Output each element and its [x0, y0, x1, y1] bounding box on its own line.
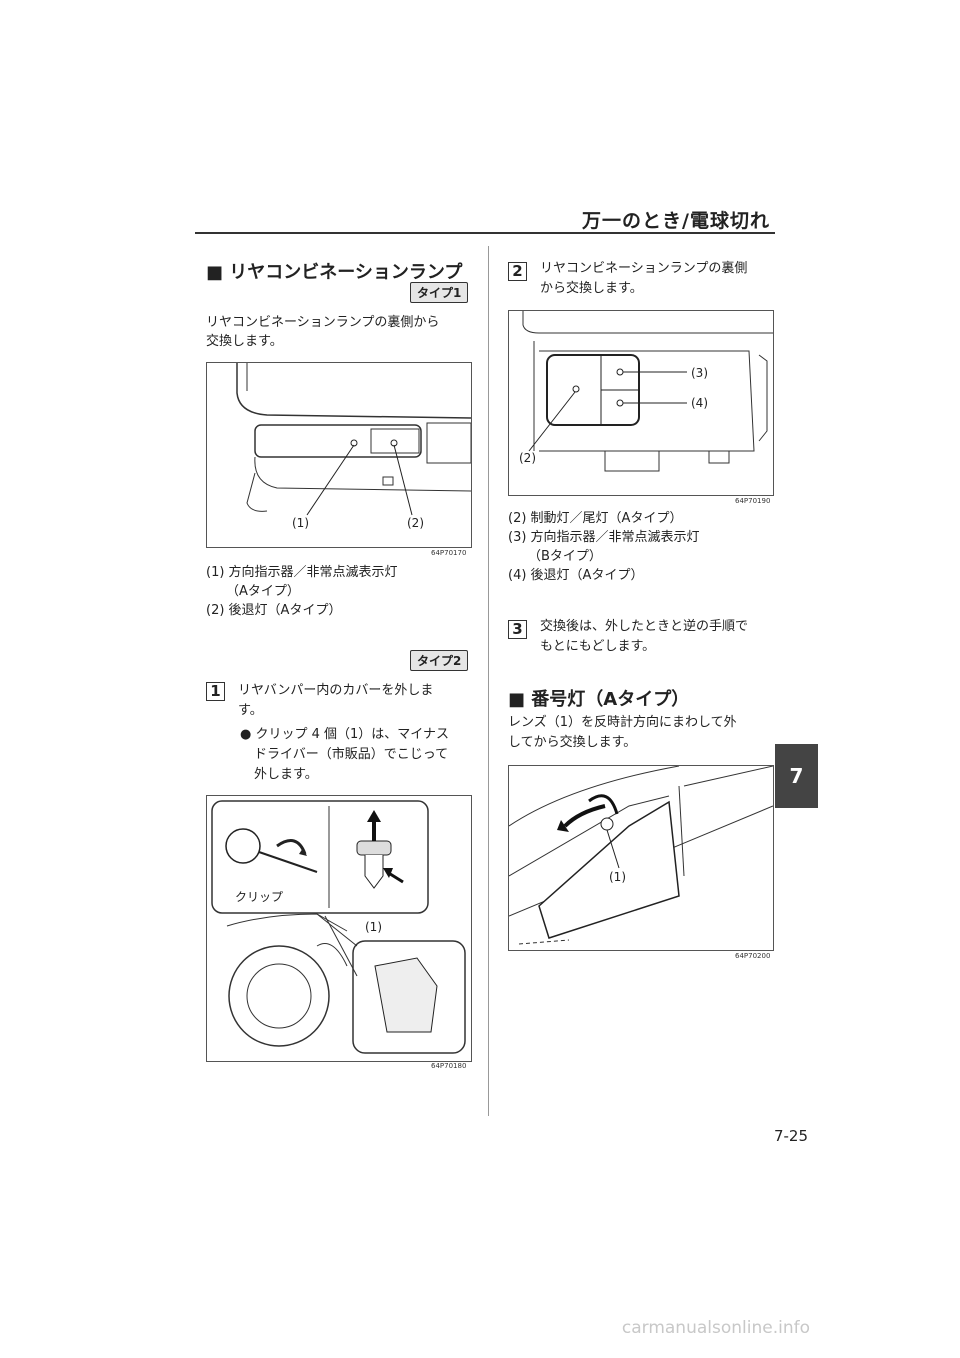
- rear-lamp-type1-drawing: [236, 363, 471, 516]
- fig2-label-1: (1): [365, 920, 382, 934]
- section-title-license-lamp: ■ 番号灯（Aタイプ）: [508, 689, 690, 710]
- figure-rear-lamp-type2: (2) (3) (4): [508, 310, 774, 496]
- clip-removal-drawing: [211, 800, 466, 1054]
- caption1-line-2: （Aタイプ）: [226, 584, 300, 599]
- step-3-marker: 3: [508, 620, 527, 639]
- fig4-code: 64P70200: [735, 952, 771, 960]
- caption1-line-3: (2) 後退灯（Aタイプ）: [206, 603, 342, 618]
- column-divider: [488, 246, 489, 1116]
- step2-line-2: から交換します。: [540, 281, 643, 296]
- fig4-label-1: (1): [609, 870, 626, 884]
- caption2-line-3: （Bタイプ）: [528, 549, 602, 564]
- intro-line-2: 交換します。: [206, 334, 283, 349]
- page-number: 7-25: [773, 1127, 808, 1145]
- step3-line-1: 交換後は、外したときと逆の手順で: [540, 619, 749, 634]
- badge-type1: タイプ1: [410, 282, 469, 303]
- chapter-tab[interactable]: 7: [775, 744, 818, 808]
- figure-license-lamp: (1): [508, 765, 774, 951]
- intro2-line-2: してから交換します。: [508, 735, 637, 750]
- step3-line-2: もとにもどします。: [540, 639, 656, 654]
- fig1-label-2: (2): [407, 516, 424, 530]
- caption2-line-2: (3) 方向指示器／非常点滅表示灯: [508, 530, 700, 545]
- step-2-marker: 2: [508, 262, 527, 281]
- figure-rear-lamp-type1: (1) (2): [206, 362, 472, 548]
- step2-line-1: リヤコンビネーションランプの裏側: [540, 261, 748, 276]
- fig1-label-1: (1): [292, 516, 309, 530]
- fig2-code: 64P70180: [431, 1062, 467, 1070]
- caption2-line-4: (4) 後退灯（Aタイプ）: [508, 568, 644, 583]
- fig3-label-4: (4): [691, 396, 708, 410]
- step1-line-1: リヤバンパー内のカバーを外しま: [238, 683, 434, 698]
- fig3-label-2: (2): [519, 451, 536, 465]
- section-title-rear-combination-lamp: ■ リヤコンビネーションランプ: [206, 262, 463, 283]
- badge-type2: タイプ2: [410, 650, 469, 671]
- caption2-line-1: (2) 制動灯／尾灯（Aタイプ）: [508, 511, 683, 526]
- watermark-text: carmanualsonline.info: [621, 1318, 810, 1338]
- header-rule: [195, 232, 775, 234]
- license-lamp-drawing: [509, 766, 773, 945]
- intro-line-1: リヤコンビネーションランプの裏側から: [206, 315, 440, 330]
- bullet-line-3: 外します。: [254, 767, 318, 782]
- bullet-line-2: ドライバー（市販品）でこじって: [254, 747, 449, 762]
- intro2-line-1: レンズ（1）を反時計方向にまわして外: [508, 715, 737, 730]
- fig3-code: 64P70190: [735, 497, 771, 505]
- fig3-label-3: (3): [691, 366, 708, 380]
- step-1-marker: 1: [206, 682, 225, 701]
- page-header-title: 万一のとき/電球切れ: [582, 210, 770, 232]
- caption1-line-1: (1) 方向指示器／非常点滅表示灯: [206, 565, 398, 580]
- fig2-clip-label: クリップ: [235, 890, 284, 904]
- figure-clip-removal: クリップ (1): [206, 795, 472, 1062]
- bullet-line-1: ● クリップ 4 個（1）は、マイナス: [240, 727, 450, 742]
- fig1-code: 64P70170: [431, 549, 467, 557]
- rear-lamp-type2-drawing: [522, 311, 773, 472]
- step1-line-2: す。: [238, 703, 263, 718]
